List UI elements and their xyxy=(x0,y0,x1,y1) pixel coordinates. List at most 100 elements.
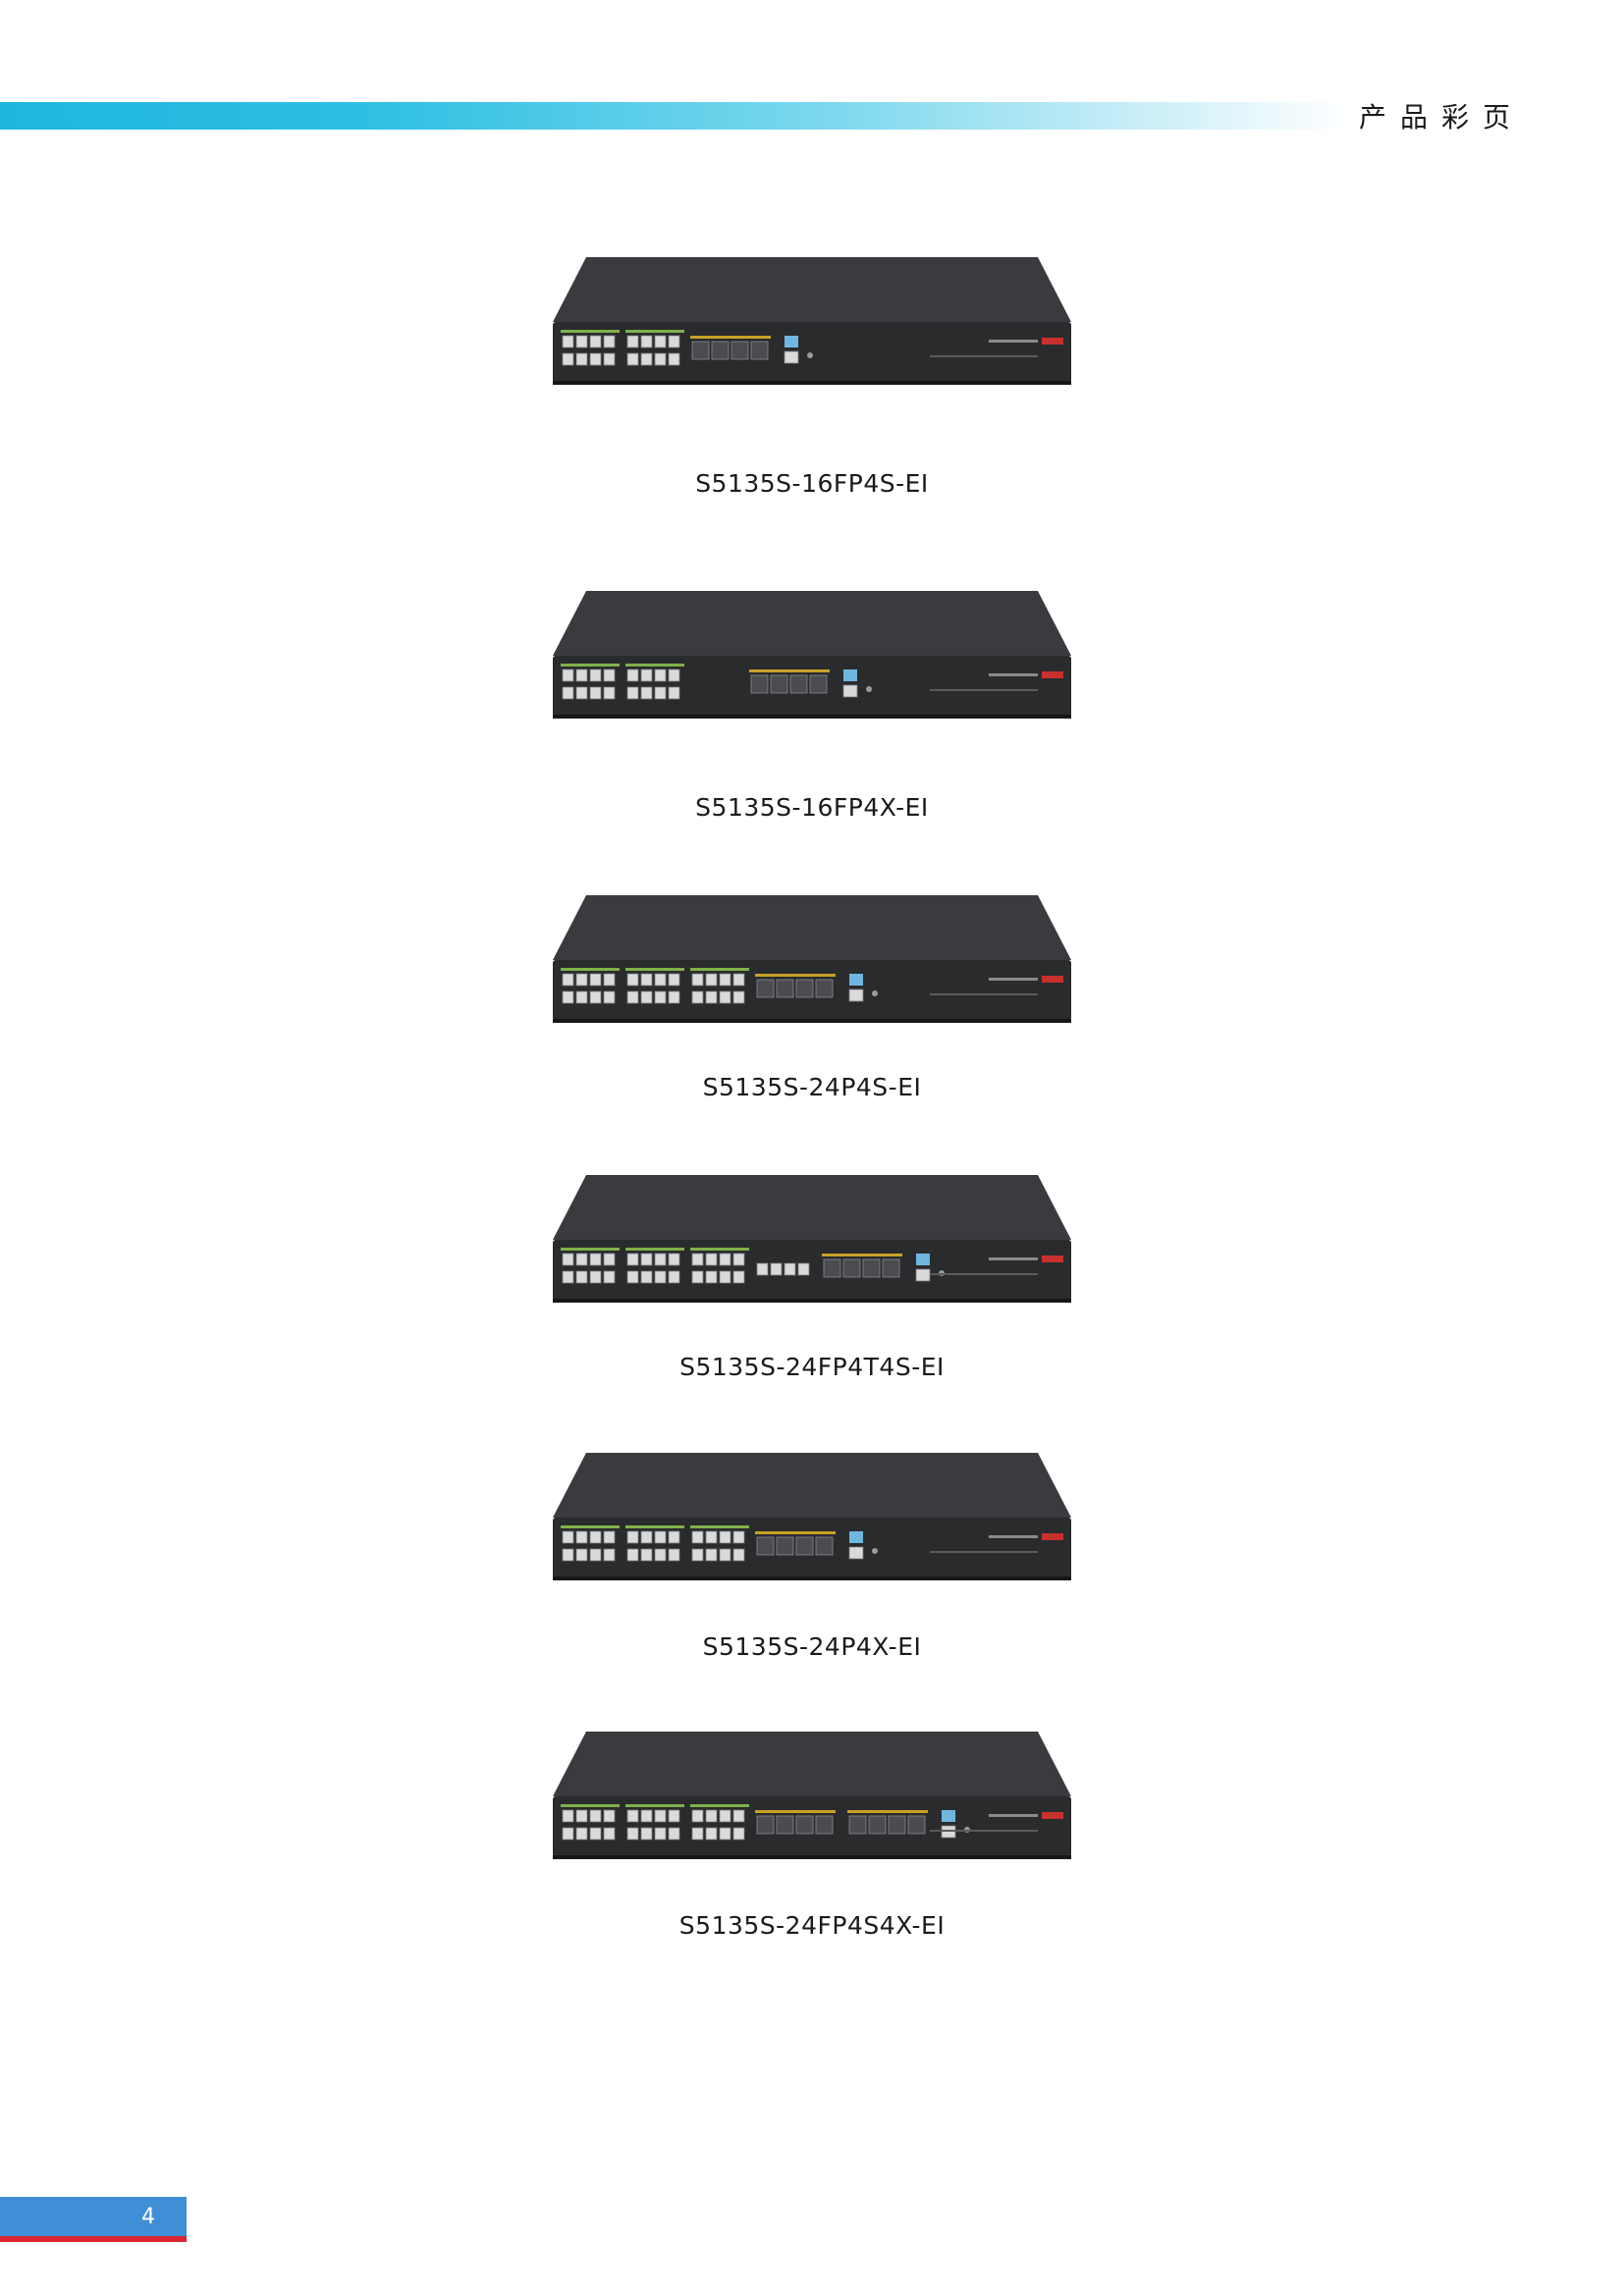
rj45-port xyxy=(562,1530,574,1544)
sfp-indicator-strip xyxy=(822,1254,902,1256)
rj45-port xyxy=(603,1253,616,1266)
rj45-port xyxy=(603,1270,616,1284)
switch-bottom-edge xyxy=(553,1855,1071,1859)
rj45-port xyxy=(603,335,616,348)
rj45-port xyxy=(705,1270,718,1284)
rj45-port xyxy=(668,1548,680,1562)
header-gradient-bar xyxy=(0,102,1345,130)
rj45-port xyxy=(705,1530,718,1544)
rj45-port xyxy=(705,1548,718,1562)
rj45-port xyxy=(654,1827,667,1841)
rj45-port xyxy=(784,1262,796,1276)
product-model-caption: S5135S-24P4X-EI xyxy=(702,1632,922,1661)
poe-indicator-strip xyxy=(561,330,620,333)
model-description-mark xyxy=(930,1830,1038,1832)
rj45-port xyxy=(626,1530,639,1544)
product-item xyxy=(0,245,1624,481)
poe-indicator-strip xyxy=(690,1248,749,1251)
switch-bottom-edge xyxy=(553,1576,1071,1580)
rj45-port xyxy=(654,1270,667,1284)
rj45-port xyxy=(603,990,616,1004)
rj45-port xyxy=(575,1827,588,1841)
switch-top-panel xyxy=(553,1732,1071,1796)
product-model-caption: S5135S-16FP4S-EI xyxy=(695,469,929,498)
page-number-tab-underline xyxy=(0,2236,187,2242)
rj45-port xyxy=(603,686,616,700)
sfp-indicator-strip xyxy=(755,974,836,977)
switch-bottom-edge xyxy=(553,1019,1071,1023)
rj45-port xyxy=(575,335,588,348)
rj45-port xyxy=(589,1270,602,1284)
rj45-port xyxy=(705,973,718,987)
switch-image xyxy=(553,1175,1071,1303)
rj45-port xyxy=(575,990,588,1004)
sfp-port xyxy=(776,1536,794,1556)
reset-button-icon xyxy=(866,686,872,692)
series-label-mark xyxy=(989,1257,1038,1260)
model-description-mark xyxy=(930,1273,1038,1275)
rj45-port xyxy=(562,973,574,987)
management-port xyxy=(848,988,864,1002)
brand-logo-mark xyxy=(1042,1812,1063,1819)
sfp-port xyxy=(795,1536,814,1556)
reset-button-icon xyxy=(872,1548,878,1554)
rj45-port xyxy=(668,1253,680,1266)
rj45-port xyxy=(732,973,745,987)
management-port xyxy=(915,1268,931,1282)
console-port xyxy=(849,974,863,986)
rj45-port xyxy=(626,1809,639,1823)
rj45-port xyxy=(640,1548,653,1562)
rj45-port xyxy=(603,973,616,987)
sfp-port xyxy=(795,979,814,998)
product-item xyxy=(0,1720,1624,1955)
rj45-port xyxy=(732,1548,745,1562)
rj45-port xyxy=(719,1253,731,1266)
sfp-port xyxy=(882,1258,900,1278)
rj45-port xyxy=(603,1530,616,1544)
rj45-port xyxy=(705,1827,718,1841)
rj45-port xyxy=(668,973,680,987)
rj45-port xyxy=(640,668,653,682)
rj45-port xyxy=(705,1253,718,1266)
rj45-port xyxy=(575,686,588,700)
switch-top-panel xyxy=(553,257,1071,322)
sfp-port xyxy=(868,1815,887,1835)
poe-indicator-strip xyxy=(625,1248,684,1251)
poe-indicator-strip xyxy=(690,1525,749,1528)
rj45-port xyxy=(668,668,680,682)
rj45-port xyxy=(589,686,602,700)
model-description-mark xyxy=(930,355,1038,357)
rj45-port xyxy=(589,1827,602,1841)
sfp-indicator-strip xyxy=(847,1810,928,1813)
poe-indicator-strip xyxy=(625,1804,684,1807)
product-item xyxy=(0,579,1624,815)
rj45-port xyxy=(640,1253,653,1266)
switch-top-panel xyxy=(553,591,1071,656)
rj45-port xyxy=(654,990,667,1004)
poe-indicator-strip xyxy=(690,1804,749,1807)
sfp-port xyxy=(770,674,788,694)
console-port xyxy=(785,336,798,347)
switch-image xyxy=(553,1732,1071,1859)
rj45-port xyxy=(691,990,704,1004)
product-item xyxy=(0,883,1624,1119)
rj45-port xyxy=(626,686,639,700)
rj45-port xyxy=(691,973,704,987)
switch-image xyxy=(553,1453,1071,1580)
brand-logo-mark xyxy=(1042,671,1063,678)
rj45-port xyxy=(654,1530,667,1544)
series-label-mark xyxy=(989,1535,1038,1538)
rj45-port xyxy=(562,990,574,1004)
sfp-port xyxy=(776,1815,794,1835)
console-port xyxy=(849,1531,863,1543)
rj45-port xyxy=(691,1530,704,1544)
brand-logo-mark xyxy=(1042,338,1063,345)
rj45-port xyxy=(756,1262,769,1276)
rj45-port xyxy=(719,1827,731,1841)
management-port xyxy=(784,350,799,364)
product-item xyxy=(0,1163,1624,1399)
poe-indicator-strip xyxy=(625,664,684,667)
sfp-port xyxy=(795,1815,814,1835)
rj45-port xyxy=(562,1827,574,1841)
product-model-caption: S5135S-16FP4X-EI xyxy=(695,793,929,822)
